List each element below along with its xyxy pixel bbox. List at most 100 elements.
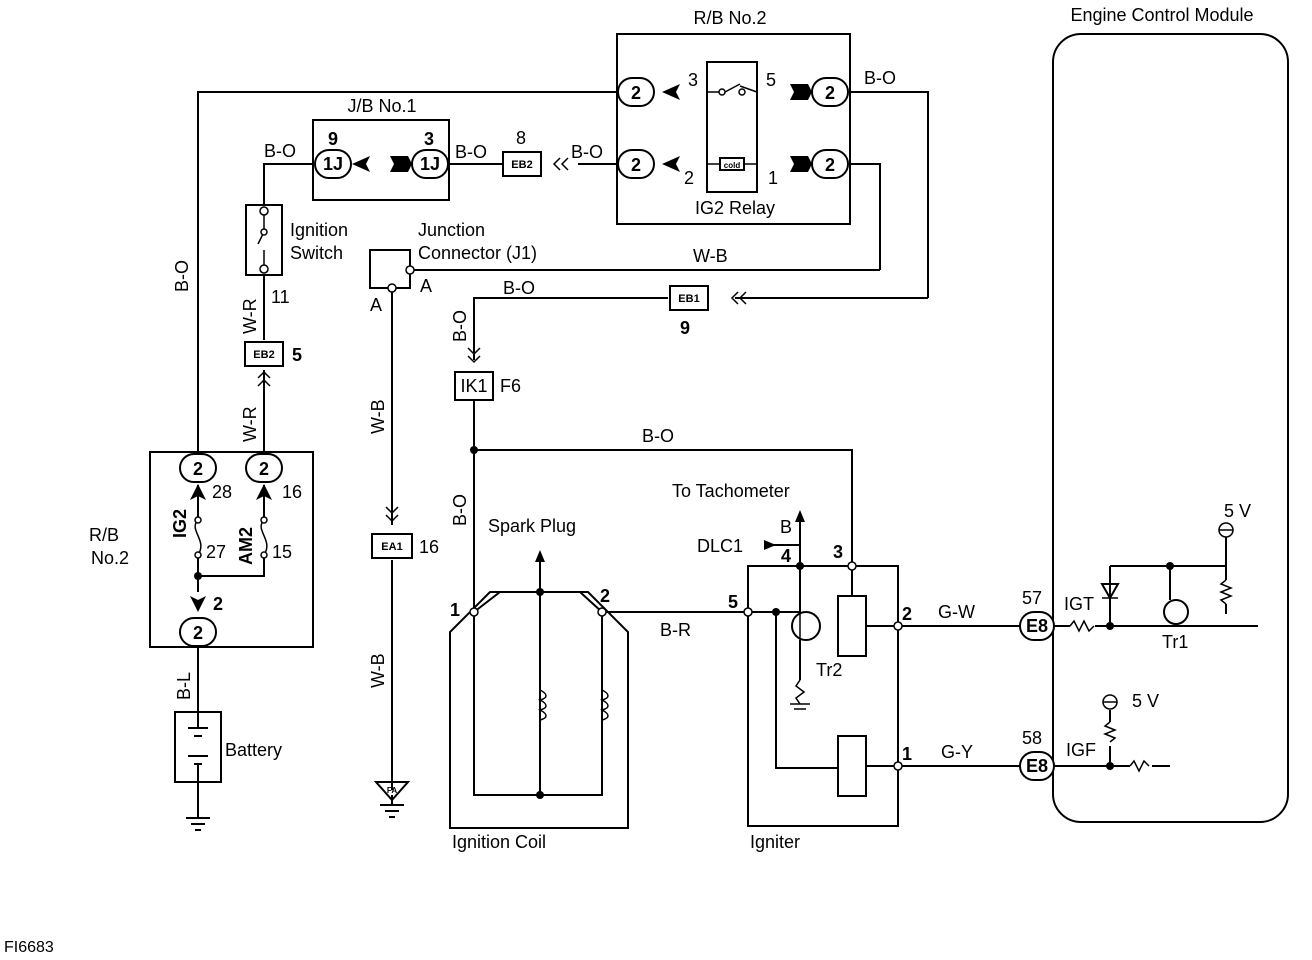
- connector-2-rb-2: 2: [179, 617, 217, 647]
- wire-label-wb-1: W-B: [693, 246, 728, 266]
- pin-label-eb1-9: 9: [680, 318, 690, 338]
- junction-connector-label-2: Connector (J1): [418, 243, 537, 263]
- pin-label-coil-2: 2: [600, 586, 610, 606]
- ecm-box: [1052, 33, 1289, 823]
- label-c2-f: 2: [259, 459, 269, 479]
- wire-label-bo-4: B-O: [571, 142, 603, 162]
- wire-label-gy: G-Y: [941, 742, 973, 762]
- pin-label-j1-a-left: A: [370, 295, 382, 315]
- figure-id: FI6683: [4, 939, 54, 956]
- pin-label-ign-1: 1: [902, 744, 912, 764]
- pin-label-relay-5: 5: [766, 70, 776, 90]
- ground-fa-label: FA: [387, 786, 397, 795]
- rb2-left-label-2: No.2: [91, 548, 129, 568]
- connector-2-relay-1: 2: [811, 149, 849, 179]
- pin-label-relay-2: 2: [684, 168, 694, 188]
- wire-label-bo-7: B-O: [450, 310, 470, 342]
- ignition-switch-label-1: Ignition: [290, 220, 348, 240]
- pin-label-ecm-57: 57: [1022, 588, 1042, 608]
- label-c2-g: 2: [193, 623, 203, 643]
- junction-connector-label-1: Junction: [418, 220, 485, 240]
- wire-top-bo: [197, 91, 617, 452]
- pin-label-coil-1: 1: [450, 600, 460, 620]
- am2-fuse-label: AM2: [236, 527, 256, 565]
- pin-label-dlc-b: B: [780, 517, 792, 537]
- wire-label-wr-2: W-R: [240, 406, 260, 442]
- wire-label-gw: G-W: [938, 602, 975, 622]
- ecm-label: Engine Control Module: [1070, 5, 1253, 25]
- label-c2-e: 2: [193, 459, 203, 479]
- label-eb2-b: EB2: [253, 349, 274, 361]
- pin-label-rb-28: 28: [212, 482, 232, 502]
- rb2-left-box: [149, 451, 314, 648]
- pin-label-ecm-58: 58: [1022, 728, 1042, 748]
- label-c1j-b: 1J: [420, 154, 440, 174]
- connector-2-relay-5: 2: [811, 77, 849, 107]
- rb2-top-box: [616, 33, 851, 225]
- pin-label-relay-3: 3: [688, 70, 698, 90]
- 5v-label-a: 5 V: [1224, 501, 1251, 521]
- ig2-fuse-label: IG2: [170, 509, 190, 538]
- pin-label-ea1-16: 16: [419, 537, 439, 557]
- connector-1j-3: 1J: [411, 149, 449, 179]
- junction-connector-box: [369, 249, 411, 289]
- label-ea1: EA1: [381, 541, 402, 553]
- connector-e8-57: E8: [1019, 611, 1055, 641]
- igniter-label: Igniter: [750, 832, 800, 852]
- connector-eb1: EB1: [669, 285, 709, 311]
- pin-label-jb-9: 9: [328, 129, 338, 149]
- pin-label-j1-a-right: A: [420, 276, 432, 296]
- igt-label: IGT: [1064, 594, 1094, 614]
- connector-1j-9: 1J: [314, 149, 352, 179]
- pin-label-relay-1: 1: [768, 168, 778, 188]
- label-ik1: IK1: [460, 376, 487, 396]
- pin-label-rb-27: 27: [206, 542, 226, 562]
- label-eb1: EB1: [678, 293, 699, 305]
- connector-2-relay-3: 2: [617, 77, 655, 107]
- connector-2-rb-28: 2: [179, 453, 217, 483]
- pin-label-ign-5: 5: [728, 592, 738, 612]
- wire-label-wr-1: W-R: [240, 298, 260, 334]
- 5v-label-b: 5 V: [1132, 691, 1159, 711]
- pin-label-ign-2: 2: [902, 604, 912, 624]
- ignition-coil-label: Ignition Coil: [452, 832, 546, 852]
- rb2-left-label-1: R/B: [89, 525, 119, 545]
- label-c2-c: 2: [825, 83, 835, 103]
- wire-label-bo-5: B-O: [172, 260, 192, 292]
- pin-label-ign-3: 3: [833, 542, 843, 562]
- wire-label-wb-3: W-B: [368, 653, 388, 688]
- label-c2-b: 2: [631, 155, 641, 175]
- wire-label-bo-6: B-O: [503, 278, 535, 298]
- connector-ea1: EA1: [371, 533, 413, 559]
- pin-label-rb-15: 15: [272, 542, 292, 562]
- tr1-label: Tr1: [1162, 632, 1188, 652]
- svg-text:cold: cold: [724, 161, 741, 170]
- connector-eb2-5: EB2: [244, 341, 284, 367]
- pin-label-ik1-f6: F6: [500, 376, 521, 396]
- pin-label-eb2-8: 8: [516, 128, 526, 148]
- pin-label-rb-16: 16: [282, 482, 302, 502]
- jb1-box: [312, 119, 450, 201]
- tr2-label: Tr2: [816, 660, 842, 680]
- label-c2-a: 2: [631, 83, 641, 103]
- ignition-coil-frame: [449, 591, 629, 829]
- label-c1j-a: 1J: [323, 154, 343, 174]
- ignition-switch-label-2: Switch: [290, 243, 343, 263]
- connector-e8-58: E8: [1019, 751, 1055, 781]
- pin-label-sw-11: 11: [271, 287, 290, 307]
- connector-2-rb-16: 2: [245, 453, 283, 483]
- connector-ik1: IK1: [454, 371, 494, 401]
- connector-2-relay-2: 2: [617, 149, 655, 179]
- igniter-box: [747, 565, 899, 827]
- label-e8-b: E8: [1026, 756, 1048, 776]
- wire-label-bo-9: B-O: [450, 494, 470, 526]
- wire-label-br: B-R: [660, 620, 691, 640]
- wire-label-bo-1: B-O: [864, 68, 896, 88]
- wire-label-bo-3: B-O: [455, 142, 487, 162]
- pin-label-eb2-5: 5: [292, 345, 302, 365]
- wire-label-bl: B-L: [174, 672, 194, 700]
- pin-label-jb-3: 3: [424, 129, 434, 149]
- jb1-label: J/B No.1: [347, 96, 416, 116]
- wire-label-bo-2: B-O: [264, 141, 296, 161]
